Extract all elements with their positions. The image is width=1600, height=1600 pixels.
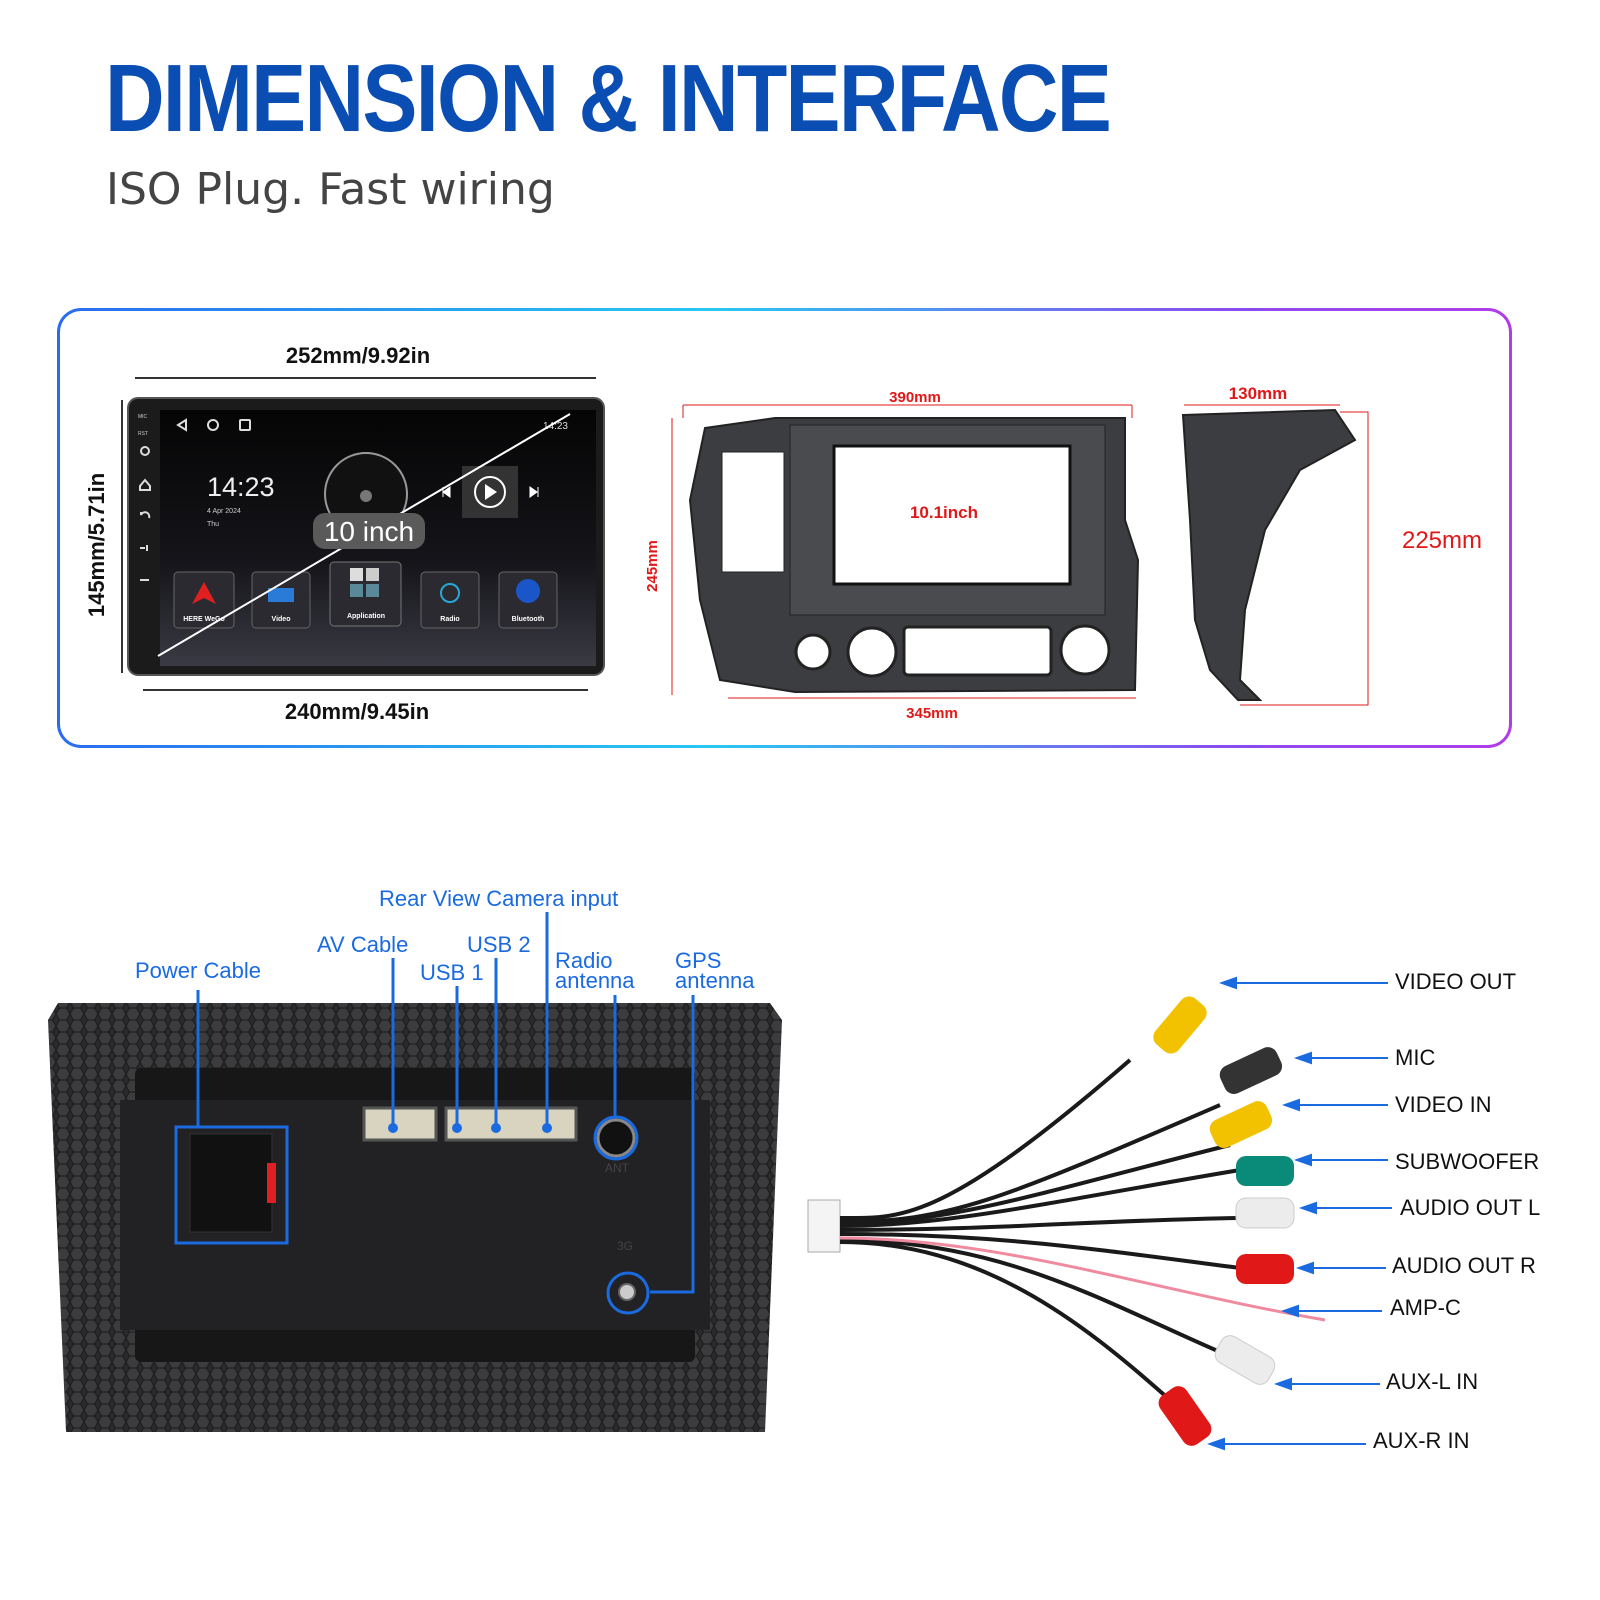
head-unit-height: 145mm/5.71in [84, 473, 109, 617]
app-tile-here-wego[interactable]: HERE WeGo [173, 571, 235, 629]
harness-label-audio-out-l: AUDIO OUT L [1400, 1195, 1540, 1220]
callout-av-cable: AV Cable [317, 932, 408, 957]
svg-text:Radio: Radio [440, 616, 459, 623]
frame-bottom-width: 345mm [906, 705, 958, 722]
side-panel-width: 130mm [1229, 384, 1288, 403]
clock: 14:23 [207, 472, 275, 502]
home-icon[interactable] [139, 478, 151, 491]
dash-frame-drawing: 390mm 345mm 245mm 10.1inch [644, 389, 1369, 722]
usb-ports [444, 1106, 578, 1142]
callout-dots [388, 1123, 552, 1133]
app-tile-radio[interactable]: Radio [420, 571, 480, 629]
next-icon[interactable] [529, 486, 539, 498]
app-tile-application[interactable]: Application [329, 561, 402, 627]
callout-rear-camera: Rear View Camera input [379, 886, 618, 911]
callout-gps-antenna: GPS antenna [675, 951, 755, 993]
nav-recents-icon[interactable] [239, 419, 251, 431]
av-cable-port [362, 1106, 438, 1142]
frame-screen-size: 10.1inch [910, 503, 978, 522]
power-connector [189, 1133, 273, 1233]
nav-home-icon[interactable] [207, 419, 219, 431]
play-button[interactable] [474, 476, 506, 508]
frame-height: 245mm [644, 540, 661, 592]
frame-top-width: 390mm [889, 389, 941, 406]
radio-icon [440, 583, 460, 603]
power-icon[interactable] [140, 446, 150, 456]
screen-size-badge [313, 513, 425, 549]
rca-plugs [1153, 996, 1295, 1446]
day: Thu [207, 521, 219, 528]
bluetooth-icon [516, 579, 540, 603]
mic-label: MIC [138, 414, 148, 420]
app-tile-bluetooth[interactable]: Bluetooth [498, 571, 558, 629]
rst-label: RST [138, 431, 148, 437]
svg-text:Application: Application [347, 613, 385, 620]
back-panel-drawing: ANT 3G [48, 1003, 782, 1432]
harness-label-amp-c: AMP-C [1390, 1295, 1461, 1320]
page-title: DIMENSION & INTERFACE [105, 45, 1112, 152]
status-bar-time: 14:23 [543, 421, 568, 432]
harness-label-subwoofer: SUBWOOFER [1395, 1149, 1539, 1174]
svg-text:3G: 3G [617, 1239, 633, 1253]
head-unit-drawing: 252mm/9.92in 240mm/9.45in 145mm/5.71in M… [84, 343, 605, 724]
back-icon[interactable] [140, 511, 151, 519]
navigation-icon [192, 582, 216, 604]
screen-size-label: 10 inch [324, 516, 414, 547]
svg-text:ANT: ANT [605, 1161, 630, 1175]
harness-connector [807, 1199, 841, 1253]
callout-power-cable: Power Cable [135, 958, 261, 983]
gps-antenna-port [618, 1283, 636, 1301]
harness-label-aux-l-in: AUX-L IN [1386, 1369, 1478, 1394]
svg-text:HERE WeGo: HERE WeGo [183, 616, 225, 623]
video-icon [268, 588, 294, 602]
date: 4 Apr 2024 [207, 508, 241, 515]
head-unit-bottom-width: 240mm/9.45in [285, 699, 429, 724]
callout-usb-2: USB 2 [467, 932, 531, 957]
callout-usb-1: USB 1 [420, 960, 484, 985]
page-subtitle: ISO Plug. Fast wiring [106, 164, 555, 215]
harness-label-mic: MIC [1395, 1045, 1435, 1070]
back-panel-callouts [174, 912, 695, 1315]
harness-label-video-in: VIDEO IN [1395, 1092, 1492, 1117]
nav-back-icon[interactable] [176, 418, 187, 432]
volume-up-icon[interactable] [140, 545, 148, 551]
side-panel-drawing: 130mm 225mm [1181, 384, 1482, 701]
app-tile-video[interactable]: Video [251, 571, 311, 629]
harness-label-audio-out-r: AUDIO OUT R [1392, 1253, 1536, 1278]
side-panel-height: 225mm [1402, 527, 1482, 554]
svg-text:Video: Video [272, 616, 291, 623]
cable-harness-drawing: VIDEO OUT MIC VIDEO IN SUBWOOFER AUDIO O… [807, 969, 1540, 1453]
harness-label-aux-r-in: AUX-R IN [1373, 1428, 1470, 1453]
harness-label-video-out: VIDEO OUT [1395, 969, 1516, 994]
svg-text:Bluetooth: Bluetooth [512, 616, 545, 623]
head-unit-top-width: 252mm/9.92in [286, 343, 430, 368]
radio-antenna-port [596, 1118, 636, 1158]
callout-radio-antenna: Radio antenna [555, 951, 635, 993]
